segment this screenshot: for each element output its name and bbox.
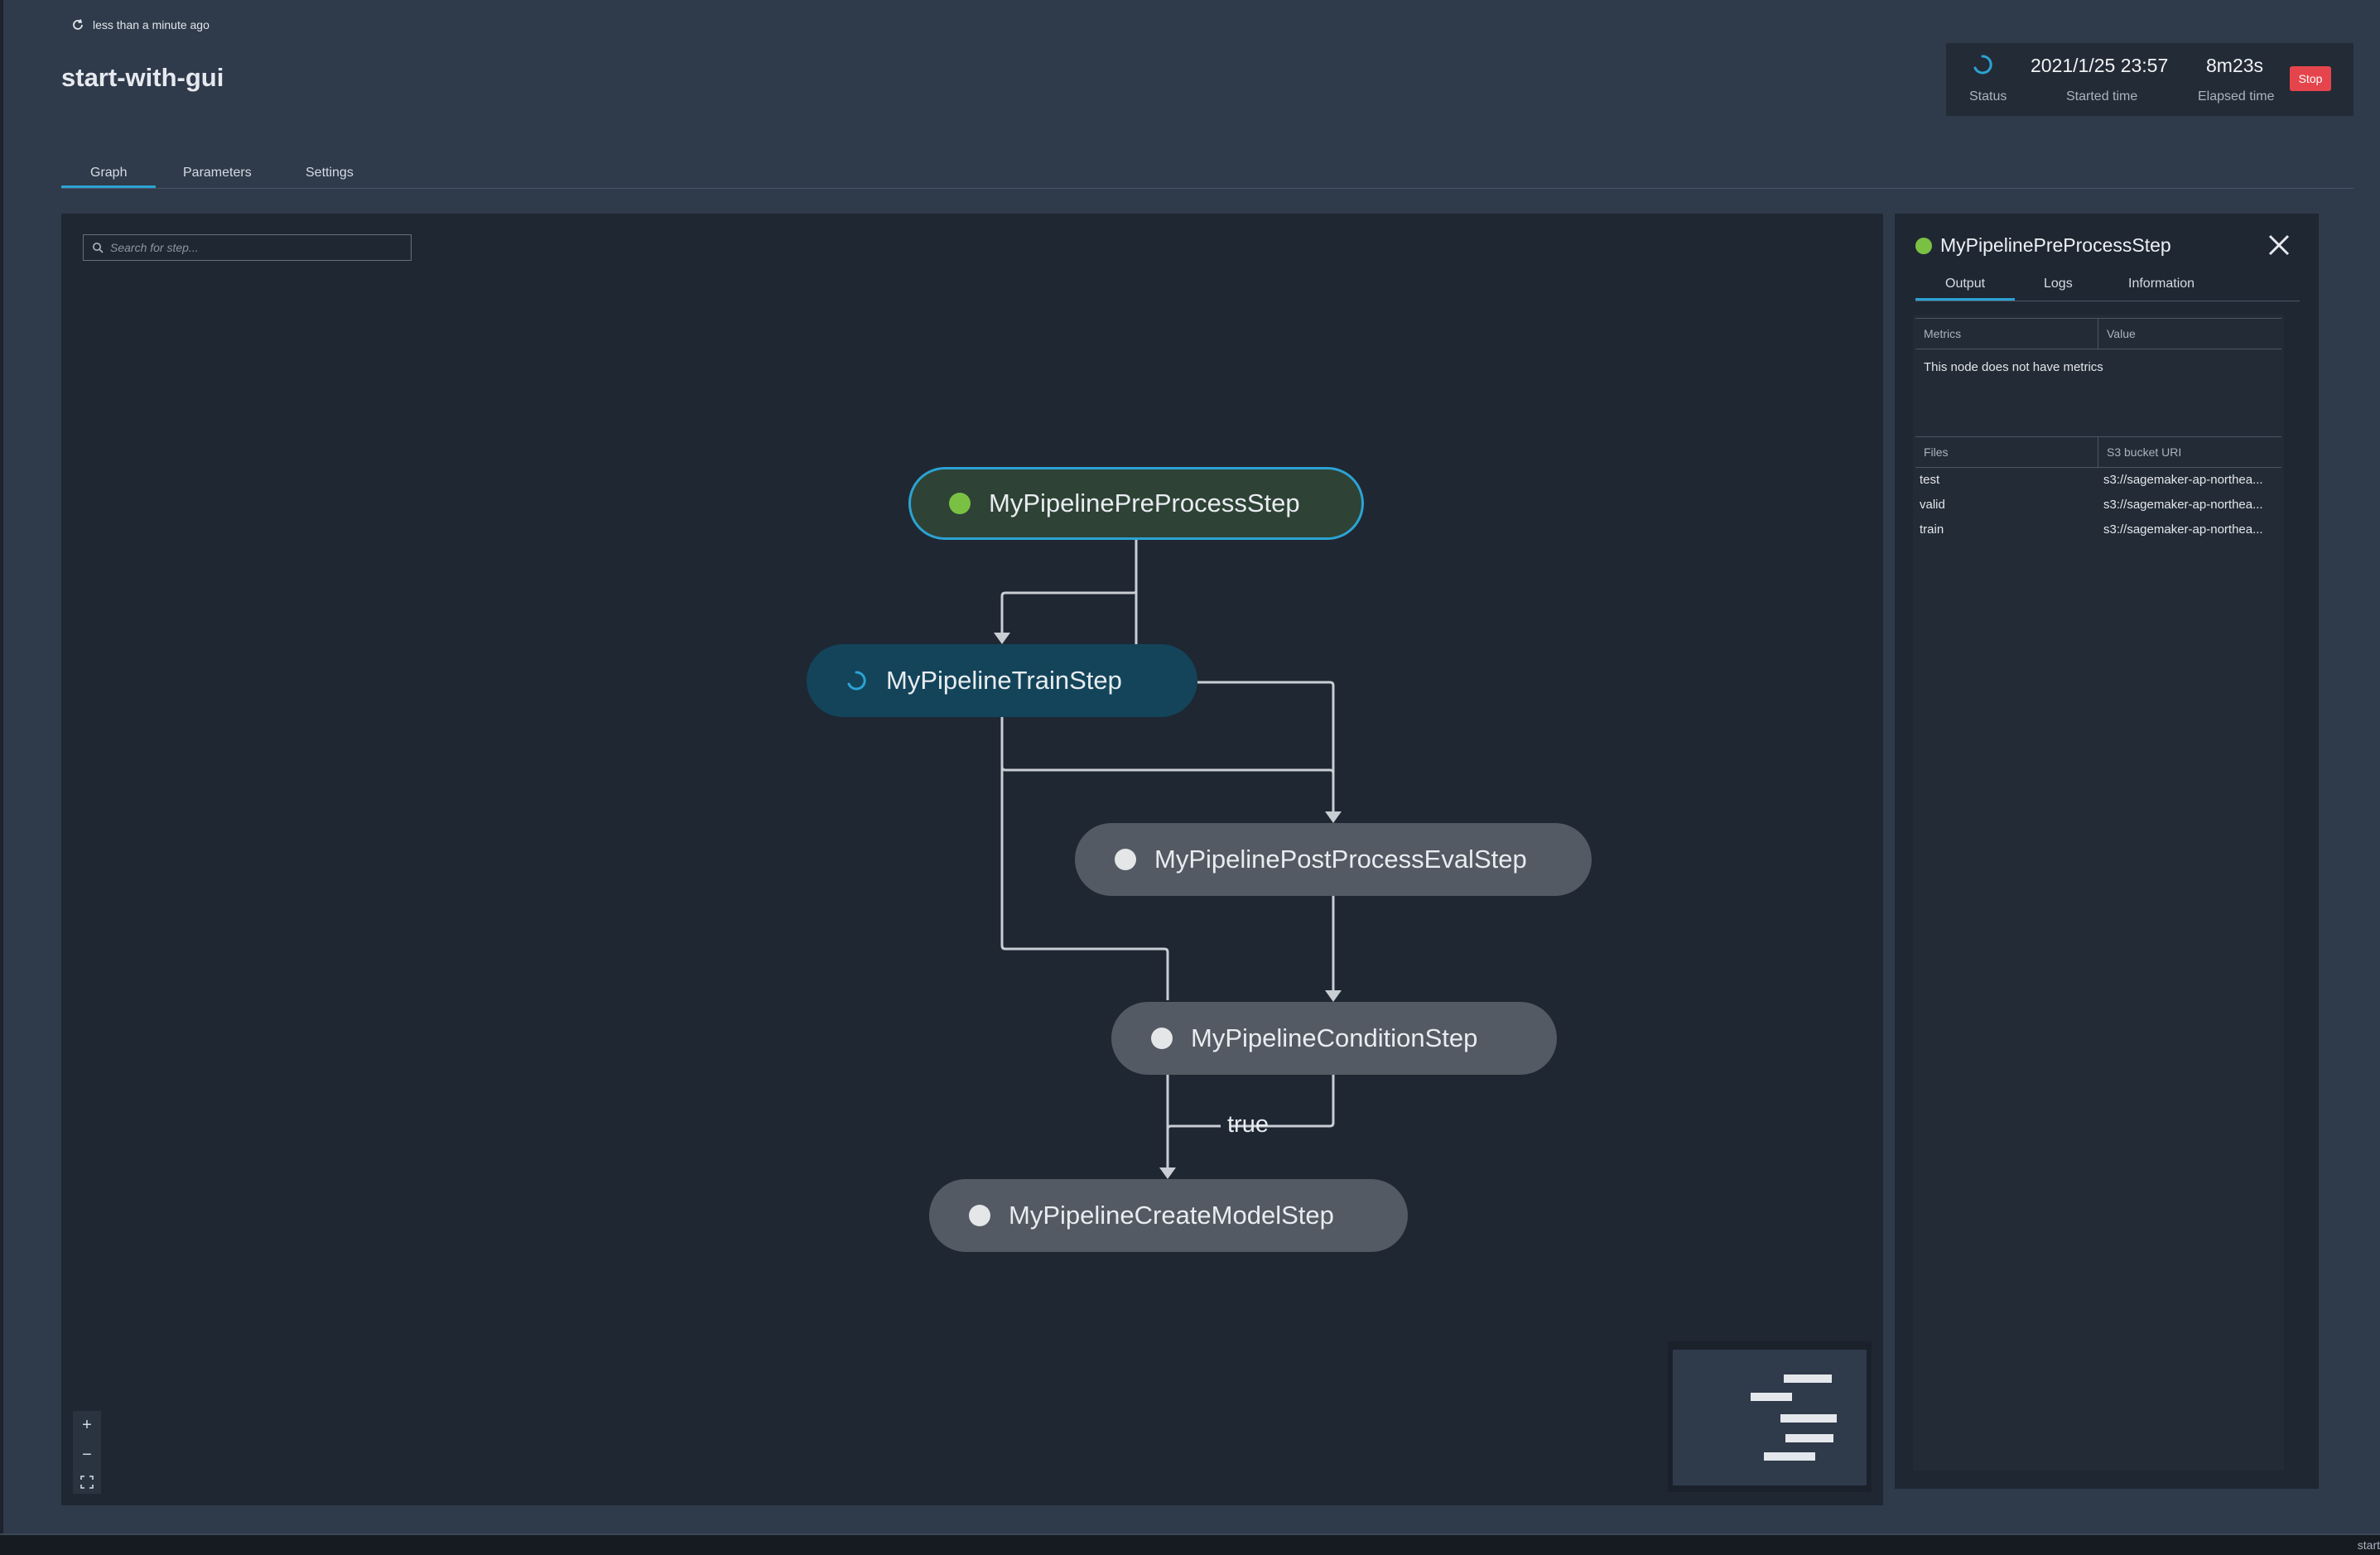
started-time-value: 2021/1/25 23:57 [2031, 55, 2169, 76]
execution-status-box: Status 2021/1/25 23:57 Started time 8m23… [1946, 43, 2354, 116]
step-search[interactable] [83, 234, 412, 261]
node-label: MyPipelinePostProcessEvalStep [1154, 845, 1527, 874]
edge-condition-createmodel-b [1166, 1124, 1221, 1170]
node-label: MyPipelineCreateModelStep [1009, 1201, 1334, 1230]
status-bar: start [0, 1533, 2380, 1555]
arrow-to-train [994, 633, 1010, 644]
not-started-status-icon [969, 1205, 990, 1226]
tab-output[interactable]: Output [1945, 277, 1986, 291]
node-postprocess-eval-step[interactable]: MyPipelinePostProcessEvalStep [1075, 823, 1592, 896]
succeeded-status-icon [949, 493, 971, 514]
zoom-out-button[interactable]: − [82, 1445, 92, 1464]
tab-settings[interactable]: Settings [306, 166, 354, 180]
search-icon [93, 243, 104, 253]
active-tab-indicator [61, 185, 156, 188]
node-create-model-step[interactable]: MyPipelineCreateModelStep [929, 1179, 1408, 1252]
file-s3-uri-link[interactable]: s3://sagemaker-ap-northea... [2103, 498, 2263, 512]
fit-view-icon[interactable] [80, 1475, 94, 1489]
status-label: Status [1969, 89, 2007, 104]
tab-parameters[interactable]: Parameters [183, 166, 252, 180]
detail-tabs: Output Logs Information [1915, 272, 2300, 301]
elapsed-time-label: Elapsed time [2198, 89, 2275, 104]
zoom-controls: + − [73, 1411, 101, 1494]
node-condition-step[interactable]: MyPipelineConditionStep [1111, 1002, 1557, 1075]
minimap-node [1751, 1393, 1792, 1401]
minimap-node [1785, 1434, 1833, 1442]
tab-graph[interactable]: Graph [90, 166, 128, 180]
succeeded-status-icon [1915, 237, 1932, 254]
edge-preprocess-train [1000, 540, 1138, 638]
detail-scrollbar[interactable] [2284, 318, 2319, 1489]
tab-information[interactable]: Information [2128, 277, 2195, 291]
metrics-table-header [1915, 318, 2281, 349]
file-name: valid [1920, 498, 1945, 512]
node-preprocess-step[interactable]: MyPipelinePreProcessStep [908, 467, 1364, 540]
detail-content [1913, 315, 2284, 1471]
value-column-header: Value [2107, 327, 2136, 340]
window-edge [0, 0, 3, 1555]
minimap-node [1764, 1452, 1815, 1461]
edge-train-condition [1000, 717, 1169, 1000]
file-s3-uri-link[interactable]: s3://sagemaker-ap-northea... [2103, 473, 2263, 487]
detail-step-name: MyPipelinePreProcessStep [1940, 234, 2171, 256]
arrow-to-condition [1325, 990, 1342, 1002]
page-title: start-with-gui [61, 63, 224, 92]
refresh-status[interactable]: less than a minute ago [71, 18, 210, 31]
close-icon[interactable] [2266, 232, 2292, 258]
not-started-status-icon [1151, 1028, 1173, 1049]
edge-train-posteval-b [1000, 717, 1335, 816]
not-started-status-icon [1115, 849, 1136, 870]
file-name: test [1920, 473, 1940, 487]
started-time-label: Started time [2066, 89, 2138, 104]
metrics-column-header: Metrics [1924, 327, 1962, 340]
minimap-viewport[interactable] [1673, 1350, 1867, 1485]
node-label: MyPipelinePreProcessStep [989, 489, 1300, 518]
node-label: MyPipelineConditionStep [1191, 1023, 1478, 1052]
minimap-node [1784, 1374, 1832, 1383]
tab-logs[interactable]: Logs [2044, 277, 2073, 291]
executing-spinner-icon [1973, 55, 1992, 75]
arrow-to-posteval [1325, 811, 1342, 823]
refresh-icon[interactable] [71, 18, 84, 31]
metrics-empty-message: This node does not have metrics [1924, 360, 2103, 374]
stop-button[interactable]: Stop [2290, 66, 2331, 91]
edge-condition-createmodel-true [1231, 1075, 1335, 1128]
main-tabs: Graph Parameters Settings [61, 161, 2354, 189]
detail-title: MyPipelinePreProcessStep [1915, 234, 2171, 257]
zoom-in-button[interactable]: + [82, 1416, 92, 1435]
status-bar-text: start [2357, 1538, 2380, 1552]
files-table-header [1915, 436, 2281, 468]
node-label: MyPipelineTrainStep [886, 666, 1122, 695]
elapsed-time-value: 8m23s [2206, 55, 2264, 76]
edge-train-posteval-a [1197, 681, 1335, 816]
file-name: train [1920, 522, 1944, 537]
active-detail-tab-indicator [1915, 298, 2015, 301]
files-column-header: Files [1924, 445, 1949, 459]
s3-uri-column-header: S3 bucket URI [2107, 445, 2182, 459]
node-train-step[interactable]: MyPipelineTrainStep [807, 644, 1197, 717]
file-s3-uri-link[interactable]: s3://sagemaker-ap-northea... [2103, 522, 2263, 537]
refresh-text: less than a minute ago [93, 18, 210, 31]
arrow-to-createmodel [1159, 1167, 1176, 1179]
minimap-node [1780, 1414, 1837, 1423]
executing-spinner-icon [847, 671, 866, 691]
edge-label-true: true [1227, 1111, 1269, 1138]
search-input[interactable] [110, 241, 392, 254]
